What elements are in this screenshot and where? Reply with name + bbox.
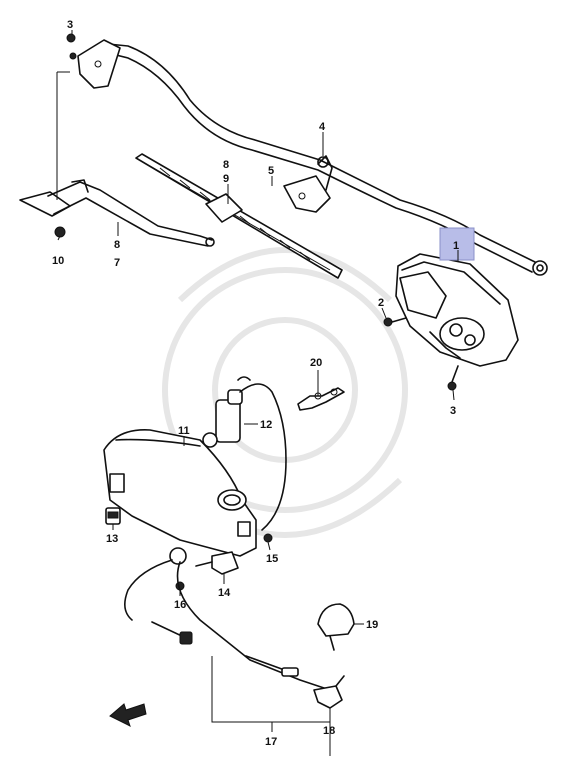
callout-2: 2 bbox=[378, 297, 384, 309]
callout-1: 1 bbox=[453, 240, 459, 252]
grommet-13[interactable] bbox=[105, 507, 121, 525]
hose-joint-18[interactable] bbox=[313, 675, 345, 709]
washer-nozzle[interactable] bbox=[317, 603, 355, 651]
callout-10: 10 bbox=[52, 255, 64, 267]
front-arrow-icon bbox=[109, 703, 147, 727]
callout-12: 12 bbox=[260, 419, 272, 431]
wiper-blade[interactable] bbox=[135, 153, 343, 279]
callout-5: 5 bbox=[268, 165, 274, 177]
callout-16: 16 bbox=[174, 599, 186, 611]
washer-pump[interactable] bbox=[202, 376, 287, 531]
callout-14: 14 bbox=[218, 587, 231, 599]
callout-15: 15 bbox=[266, 553, 278, 565]
callout-9: 9 bbox=[223, 173, 229, 185]
callout-17: 17 bbox=[265, 736, 277, 748]
callout-18: 18 bbox=[323, 725, 335, 737]
bracket-14[interactable] bbox=[195, 551, 239, 575]
washer-tank[interactable] bbox=[103, 429, 257, 557]
callout-labels: 1 2 3 3 4 5 8 9 8 7 10 11 12 13 14 15 16… bbox=[52, 19, 459, 748]
callout-7: 7 bbox=[114, 257, 120, 269]
callout-8-arm: 8 bbox=[114, 239, 120, 251]
callout-11: 11 bbox=[178, 425, 190, 437]
hose-clip[interactable] bbox=[297, 387, 345, 411]
callout-4: 4 bbox=[319, 121, 326, 133]
callout-20: 20 bbox=[310, 357, 322, 369]
callout-8-blade: 8 bbox=[223, 159, 229, 171]
callout-13: 13 bbox=[106, 533, 118, 545]
bolt-15[interactable] bbox=[263, 533, 273, 543]
callout-19: 19 bbox=[366, 619, 378, 631]
wiper-motor[interactable] bbox=[383, 253, 519, 391]
washer-hose[interactable] bbox=[124, 547, 331, 691]
leader-lines bbox=[56, 30, 459, 756]
callout-3-motor: 3 bbox=[450, 405, 456, 417]
wiper-linkage[interactable] bbox=[66, 33, 548, 276]
wiper-arm[interactable] bbox=[19, 179, 215, 247]
callout-3-top: 3 bbox=[67, 19, 73, 31]
callout-highlight-1 bbox=[439, 227, 475, 261]
